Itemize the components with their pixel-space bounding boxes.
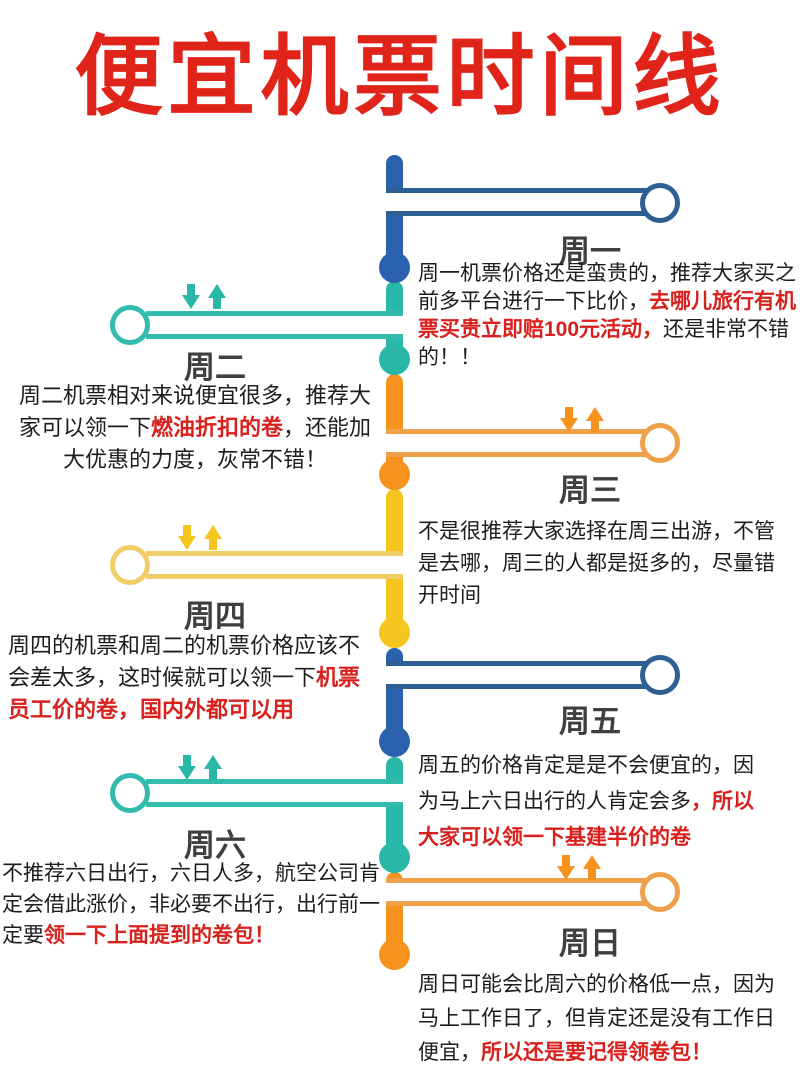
description-text: 周日可能会比周六的价格低一点，因为马上工作日了，但肯定还是没有工作日便宜， bbox=[418, 973, 775, 1064]
timeline-node-circle bbox=[640, 655, 680, 695]
timeline-dot bbox=[379, 726, 410, 757]
price-fluctuation-icon bbox=[182, 284, 226, 309]
arrow-up-icon bbox=[583, 855, 601, 880]
day-label-tuesday: 周二 bbox=[184, 350, 246, 385]
description-text: 周五的价格肯定是是不会便宜的，因为马上六日出行的人肯定会多 bbox=[418, 754, 754, 813]
description-text: 不推荐六日出行，六日人多，航空公司肯定会借此涨价，非必要不出行，出行前一定要 bbox=[2, 862, 380, 947]
arrow-down-icon bbox=[560, 407, 578, 432]
day-label-monday: 周一 bbox=[559, 234, 621, 269]
description-text: ，还能加大优惠的力度，灰常不错！ bbox=[62, 415, 372, 472]
day-description-friday: 周五的价格肯定是是不会便宜的，因为马上六日出行的人肯定会多，所以大家可以领一下基… bbox=[418, 748, 768, 856]
arrow-down-icon bbox=[182, 284, 200, 309]
timeline-dot bbox=[379, 344, 410, 375]
page-title: 便宜机票时间线 bbox=[74, 27, 726, 126]
arrow-up-icon bbox=[204, 525, 222, 550]
price-fluctuation-icon bbox=[178, 755, 222, 780]
description-highlight: 所以还是要记得领卷包！ bbox=[481, 1041, 712, 1064]
day-label-saturday: 周六 bbox=[184, 828, 246, 863]
timeline-node-circle bbox=[110, 773, 150, 813]
timeline-dot bbox=[379, 252, 410, 283]
arrow-up-icon bbox=[586, 407, 604, 432]
day-description-sunday: 周日可能会比周六的价格低一点，因为马上工作日了，但肯定还是没有工作日便宜，所以还… bbox=[418, 968, 783, 1069]
day-label-wednesday: 周三 bbox=[559, 473, 621, 508]
timeline-dot bbox=[379, 617, 410, 648]
timeline-dot bbox=[379, 459, 410, 490]
arrow-down-icon bbox=[178, 755, 196, 780]
description-text: 还是非常不错的！！ bbox=[418, 318, 790, 369]
arrow-down-icon bbox=[557, 855, 575, 880]
description-text: 周二机票相对来说便宜很多，推荐大家可以领一下 bbox=[18, 383, 371, 440]
description-highlight: 去哪儿旅行有机票买贵立即赔100元活动， bbox=[418, 290, 796, 341]
description-highlight: 领一下上面提到的卷包！ bbox=[44, 924, 275, 947]
arrow-up-icon bbox=[208, 284, 226, 309]
timeline-branch bbox=[146, 551, 403, 579]
timeline-dot bbox=[379, 842, 410, 873]
timeline-branch bbox=[146, 311, 403, 339]
arrow-up-icon bbox=[204, 755, 222, 780]
day-label-sunday: 周日 bbox=[559, 926, 621, 961]
description-highlight: 机票员工价的卷，国内外都可以用 bbox=[8, 665, 361, 722]
arrow-down-icon bbox=[178, 525, 196, 550]
timeline-node-circle bbox=[640, 872, 680, 912]
timeline-branch bbox=[146, 779, 403, 807]
timeline-node-circle bbox=[110, 305, 150, 345]
day-description-saturday: 不推荐六日出行，六日人多，航空公司肯定会借此涨价，非必要不出行，出行前一定要领一… bbox=[2, 858, 390, 951]
timeline-branch bbox=[386, 878, 648, 906]
timeline-node-circle bbox=[110, 545, 150, 585]
timeline-node-circle bbox=[640, 183, 680, 223]
description-highlight: ，所以大家可以领一下基建半价的卷 bbox=[418, 790, 754, 849]
day-description-wednesday: 不是很推荐大家选择在周三出游，不管是去哪，周三的人都是挺多的，尽量错开时间 bbox=[418, 516, 783, 612]
description-text: 不是很推荐大家选择在周三出游，不管是去哪，周三的人都是挺多的，尽量错开时间 bbox=[418, 520, 775, 607]
description-highlight: 燃油折扣的卷 bbox=[150, 415, 283, 440]
timeline-branch bbox=[386, 188, 648, 216]
price-fluctuation-icon bbox=[178, 525, 222, 550]
timeline-dot bbox=[379, 939, 410, 970]
day-label-friday: 周五 bbox=[559, 704, 621, 739]
timeline-branch bbox=[386, 661, 648, 689]
description-text: 周一机票价格还是蛮贵的，推荐大家买之前多平台进行一下比价， bbox=[418, 262, 796, 313]
timeline-node-circle bbox=[640, 423, 680, 463]
day-description-thursday: 周四的机票和周二的机票价格应该不会差太多，这时候就可以领一下机票员工价的卷，国内… bbox=[8, 630, 376, 726]
price-fluctuation-icon bbox=[560, 407, 604, 432]
day-description-tuesday: 周二机票相对来说便宜很多，推荐大家可以领一下燃油折扣的卷，还能加大优惠的力度，灰… bbox=[14, 380, 376, 476]
description-text: 周四的机票和周二的机票价格应该不会差太多，这时候就可以领一下 bbox=[8, 633, 361, 690]
day-description-monday: 周一机票价格还是蛮贵的，推荐大家买之前多平台进行一下比价，去哪儿旅行有机票买贵立… bbox=[418, 260, 798, 372]
timeline-branch bbox=[386, 429, 648, 457]
day-label-thursday: 周四 bbox=[184, 599, 246, 634]
price-fluctuation-icon bbox=[557, 855, 601, 880]
